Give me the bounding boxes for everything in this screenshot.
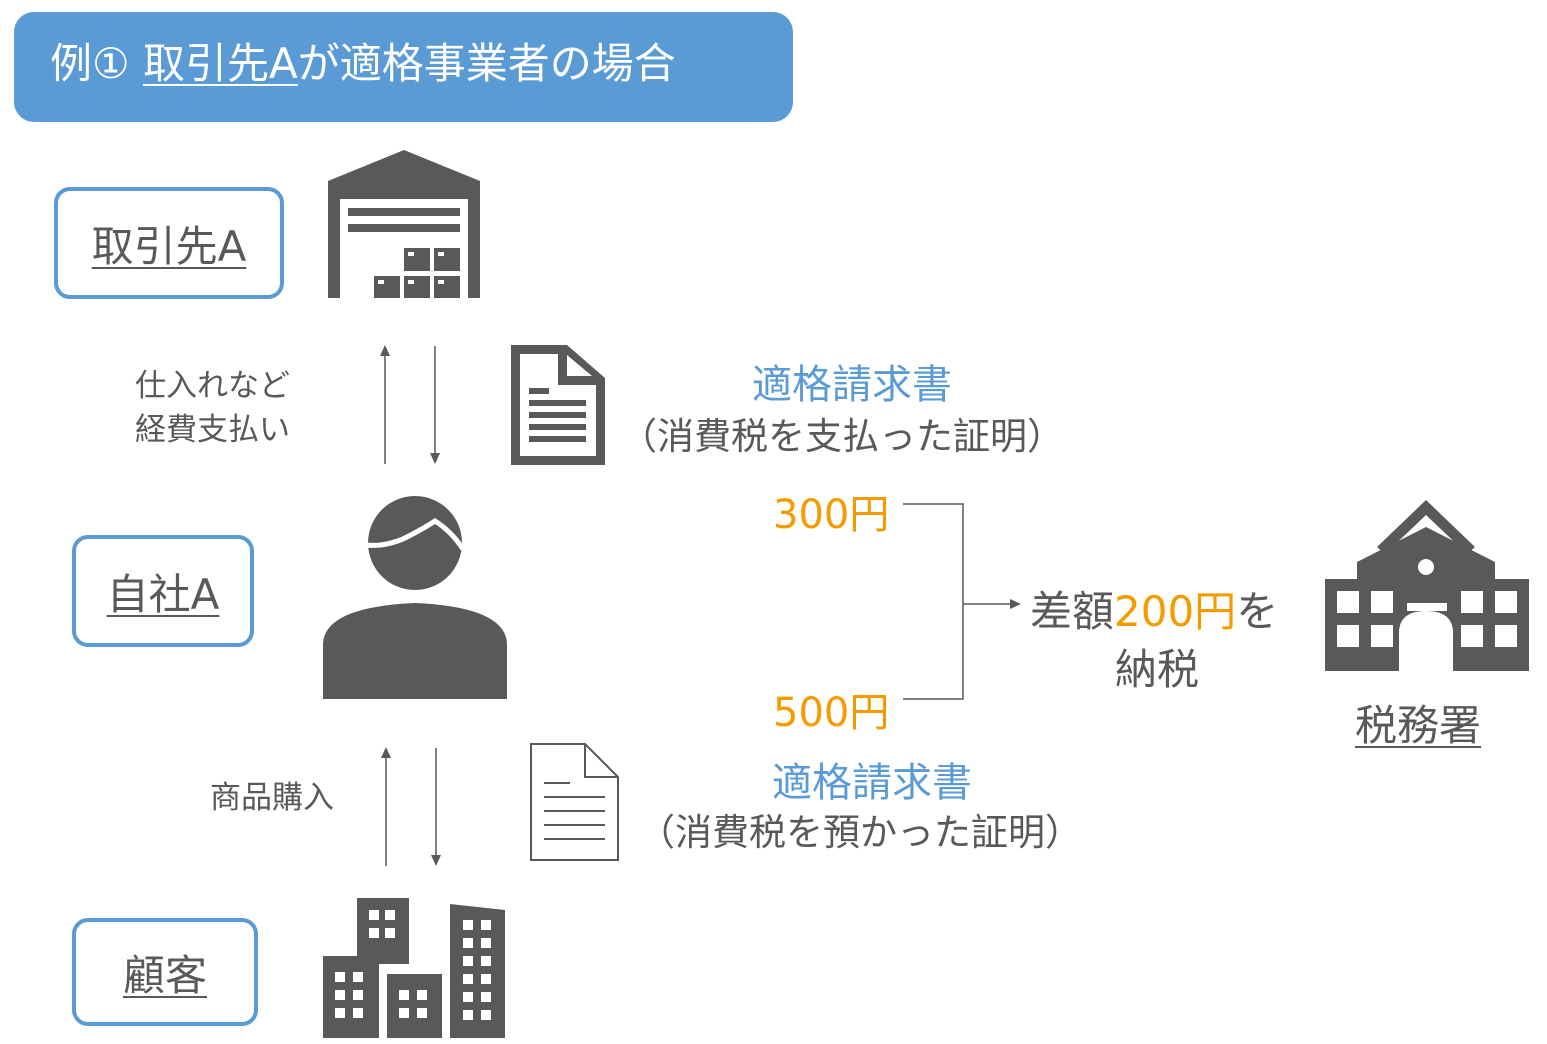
purchase-label: 商品購入 <box>210 780 334 816</box>
upper-amount: 300円 <box>773 492 890 538</box>
supplier-box: 取引先A <box>54 187 284 299</box>
arrow-up-icon <box>380 345 390 464</box>
person-icon <box>323 496 507 699</box>
document-outline-icon <box>530 743 619 861</box>
upper-invoice-title: 適格請求書 <box>752 362 952 408</box>
arrow-down-icon <box>430 346 440 464</box>
title-banner <box>14 12 793 122</box>
difference-bracket <box>903 503 1021 700</box>
tax-payment-line2: 納税 <box>1115 645 1200 694</box>
tax-payment-text: 差額200円を <box>1030 587 1279 636</box>
arrow-down-icon <box>431 748 441 866</box>
lower-amount: 500円 <box>773 690 890 736</box>
upper-invoice-note: （消費税を支払った証明） <box>620 415 1064 458</box>
lower-invoice-note: （消費税を預かった証明） <box>638 811 1082 854</box>
page-title: 例① 取引先Aが適格事業者の場合 <box>50 39 676 88</box>
government-building-icon <box>1325 500 1529 671</box>
company-box: 自社A <box>72 535 254 647</box>
customer-box: 顧客 <box>72 918 258 1026</box>
warehouse-icon <box>328 150 480 298</box>
lower-invoice-title: 適格請求書 <box>772 760 972 806</box>
document-filled-icon <box>511 345 605 465</box>
office-buildings-icon <box>323 898 505 1038</box>
expense-label: 仕入れなど経費支払い <box>135 368 290 448</box>
arrow-up-icon <box>381 747 391 866</box>
tax-office-label: 税務署 <box>1355 701 1482 750</box>
